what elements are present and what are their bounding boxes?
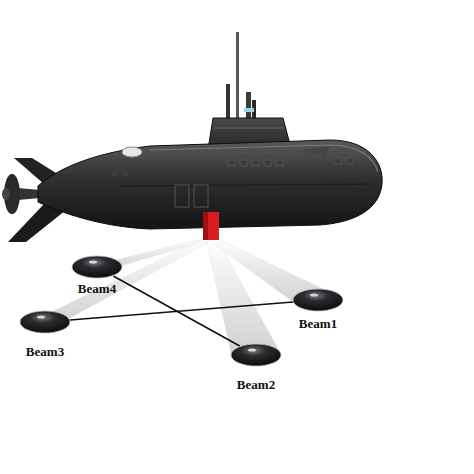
beam-spot: Beam3: [19, 310, 71, 359]
beam-label: Beam2: [237, 377, 275, 392]
beam-spot: Beam2: [230, 343, 282, 392]
beam-footprint: [292, 288, 344, 312]
beam-footprint: [19, 310, 71, 334]
beam-spot: Beam1: [292, 288, 344, 331]
cross-line: [67, 302, 296, 320]
beam-label: Beam4: [78, 281, 116, 296]
beam-footprint: [230, 343, 282, 367]
beam-label: Beam3: [26, 344, 64, 359]
beam-spot: Beam4: [71, 255, 123, 296]
beam-label: Beam1: [299, 316, 337, 331]
beam-footprint: [71, 255, 123, 279]
